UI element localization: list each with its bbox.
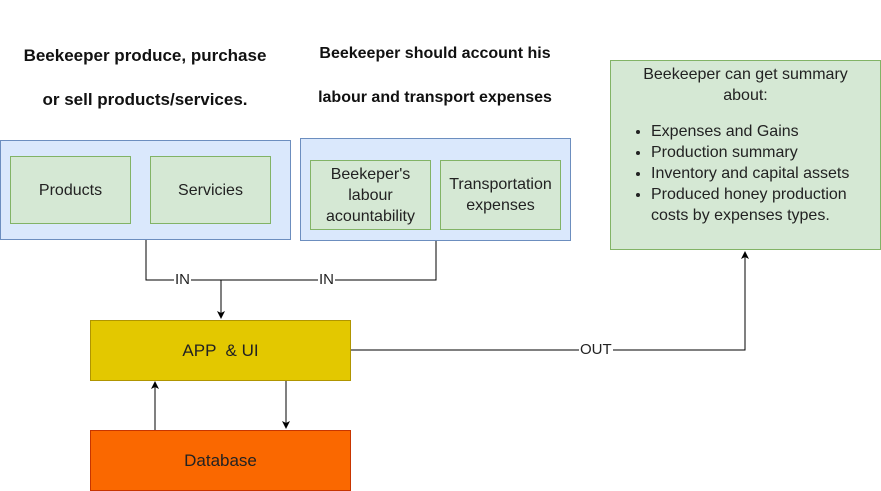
labour-label-line2: labour [348,186,393,204]
summary-item: Produced honey production costs by expen… [651,184,880,226]
labour-label-line1: Beekeper's [330,165,411,183]
transport-label-line1: Transportation [449,176,552,193]
in-right-connector [221,241,437,281]
produce-heading-line1: Beekeeper produce, purchase [23,46,267,65]
transport-box: Transportation expenses [440,160,561,230]
summary-box: Beekeeper can get summary about: Expense… [610,60,881,250]
account-heading: Beekeeper should account his labour and … [296,32,574,120]
summary-title-line1: Beekeeper can get summary [643,66,848,83]
in-left-label: IN [174,271,191,288]
account-heading-line2: labour and transport expenses [318,89,552,106]
labour-label-line3: acountability [326,207,415,225]
products-label: Products [38,181,103,199]
produce-heading-line2: or sell products/services. [42,90,248,109]
services-label: Servicies [178,181,243,199]
summary-title: Beekeeper can get summary about: [611,64,880,106]
services-box: Servicies [150,156,271,224]
in-left-connector [145,240,221,281]
app-ui-label: APP & UI [182,340,259,360]
summary-list: Expenses and Gains Production summary In… [611,121,880,226]
in-right-label: IN [318,271,335,288]
transport-label-line2: expenses [466,197,535,214]
produce-heading: Beekeeper produce, purchase or sell prod… [0,34,290,122]
products-box: Products [10,156,131,224]
summary-title-line2: about: [723,87,768,104]
summary-item: Expenses and Gains [651,121,880,142]
labour-box: Beekeper's labour acountability [310,160,431,230]
app-ui-box: APP & UI [90,320,351,381]
summary-item: Production summary [651,142,880,163]
summary-item: Inventory and capital assets [651,163,880,184]
out-label: OUT [579,341,613,358]
database-label: Database [184,450,257,470]
account-heading-line1: Beekeeper should account his [319,45,551,62]
out-connector [351,251,749,351]
